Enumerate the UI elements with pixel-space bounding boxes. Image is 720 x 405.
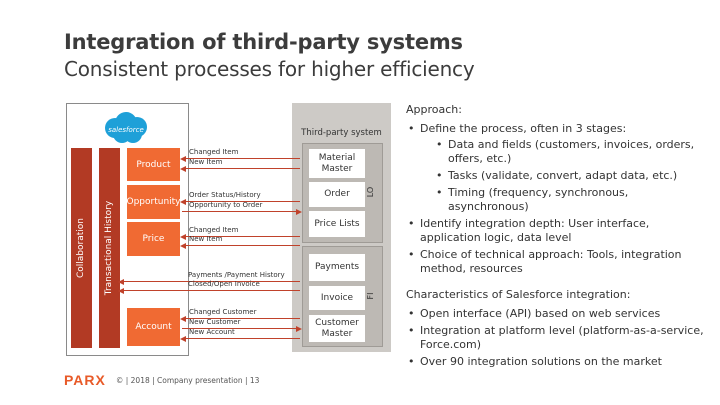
third-party-title: Third-party system xyxy=(301,128,382,138)
arrow-label: New Account xyxy=(189,328,235,336)
order-status-arrow: Order Status/History xyxy=(180,191,300,205)
invoice-box: Invoice xyxy=(309,286,365,310)
transactional-history-label: Transactional History xyxy=(104,200,114,296)
payments-history-arrow: Payments /Payment History xyxy=(118,271,300,285)
approach-subitem: Tasks (validate, convert, adapt data, et… xyxy=(420,169,706,183)
approach-item: Choice of technical approach: Tools, int… xyxy=(406,248,706,276)
approach-sublist: Data and fields (customers, invoices, or… xyxy=(420,138,706,214)
new-item-1-arrow: New Item xyxy=(180,158,300,172)
arrow-label: Changed Item xyxy=(189,226,239,234)
opportunity-to-order-arrow: Opportunity to Order xyxy=(182,201,302,215)
approach-panel: Approach: Define the process, often in 3… xyxy=(406,103,706,372)
approach-item: Identify integration depth: User interfa… xyxy=(406,217,706,245)
characteristics-item: Integration at platform level (platform-… xyxy=(406,324,706,352)
parx-logo: PARX xyxy=(64,372,106,388)
approach-subitem: Timing (frequency, synchronous, asynchro… xyxy=(420,186,706,214)
slide-subtitle: Consistent processes for higher efficien… xyxy=(64,57,475,81)
arrow-label: Opportunity to Order xyxy=(189,201,263,209)
changed-item-2-arrow: Changed Item xyxy=(180,226,300,240)
arrow-label: Closed/Open Invoice xyxy=(188,280,260,288)
characteristics-heading: Characteristics of Salesforce integratio… xyxy=(406,288,631,301)
arrow-label: Changed Item xyxy=(189,148,239,156)
salesforce-cloud-icon: salesforce xyxy=(105,112,147,143)
footer: PARX © | 2018 | Company presentation | 1… xyxy=(64,372,259,388)
arrow-label: Payments /Payment History xyxy=(188,271,285,279)
characteristics-list: Open interface (API) based on web servic… xyxy=(406,307,706,369)
closed-open-invoice-arrow: Closed/Open Invoice xyxy=(118,280,300,294)
transactional-history-bar xyxy=(99,148,120,348)
approach-item-text: Define the process, often in 3 stages: xyxy=(420,122,627,135)
product-box: Product xyxy=(127,148,180,181)
price-lists-box: Price Lists xyxy=(309,211,365,237)
arrow-label: New Item xyxy=(189,235,223,243)
account-box: Account xyxy=(127,308,180,346)
approach-subitem: Data and fields (customers, invoices, or… xyxy=(420,138,706,166)
approach-heading: Approach: xyxy=(406,103,462,116)
payments-box: Payments xyxy=(309,254,365,281)
changed-customer-arrow: Changed Customer xyxy=(180,308,300,322)
new-customer-arrow: New Customer xyxy=(182,318,302,332)
slide-title: Integration of third-party systems xyxy=(64,30,463,54)
customer-master-box: Customer Master xyxy=(309,315,365,342)
fi-label: FI xyxy=(366,292,375,300)
new-account-arrow: New Account xyxy=(180,328,300,342)
characteristics-item: Over 90 integration solutions on the mar… xyxy=(406,355,706,369)
price-box: Price xyxy=(127,222,180,256)
changed-item-1-arrow: Changed Item xyxy=(180,148,300,162)
arrow-label: New Customer xyxy=(189,318,241,326)
characteristics-item: Open interface (API) based on web servic… xyxy=(406,307,706,321)
arrow-label: Changed Customer xyxy=(189,308,257,316)
opportunity-box: Opportunity xyxy=(127,185,181,219)
arrow-label: New Item xyxy=(189,158,223,166)
approach-list: Define the process, often in 3 stages: D… xyxy=(406,122,706,276)
material-master-box: Material Master xyxy=(309,149,365,178)
new-item-2-arrow: New Item xyxy=(180,235,300,249)
order-box: Order xyxy=(309,182,365,207)
approach-item: Define the process, often in 3 stages: D… xyxy=(406,122,706,214)
arrow-label: Order Status/History xyxy=(189,191,261,199)
collaboration-bar xyxy=(71,148,92,348)
salesforce-logo-text: salesforce xyxy=(108,126,144,134)
footer-text: © | 2018 | Company presentation | 13 xyxy=(115,375,260,385)
collaboration-label: Collaboration xyxy=(76,218,86,278)
lo-label: LO xyxy=(366,186,375,198)
